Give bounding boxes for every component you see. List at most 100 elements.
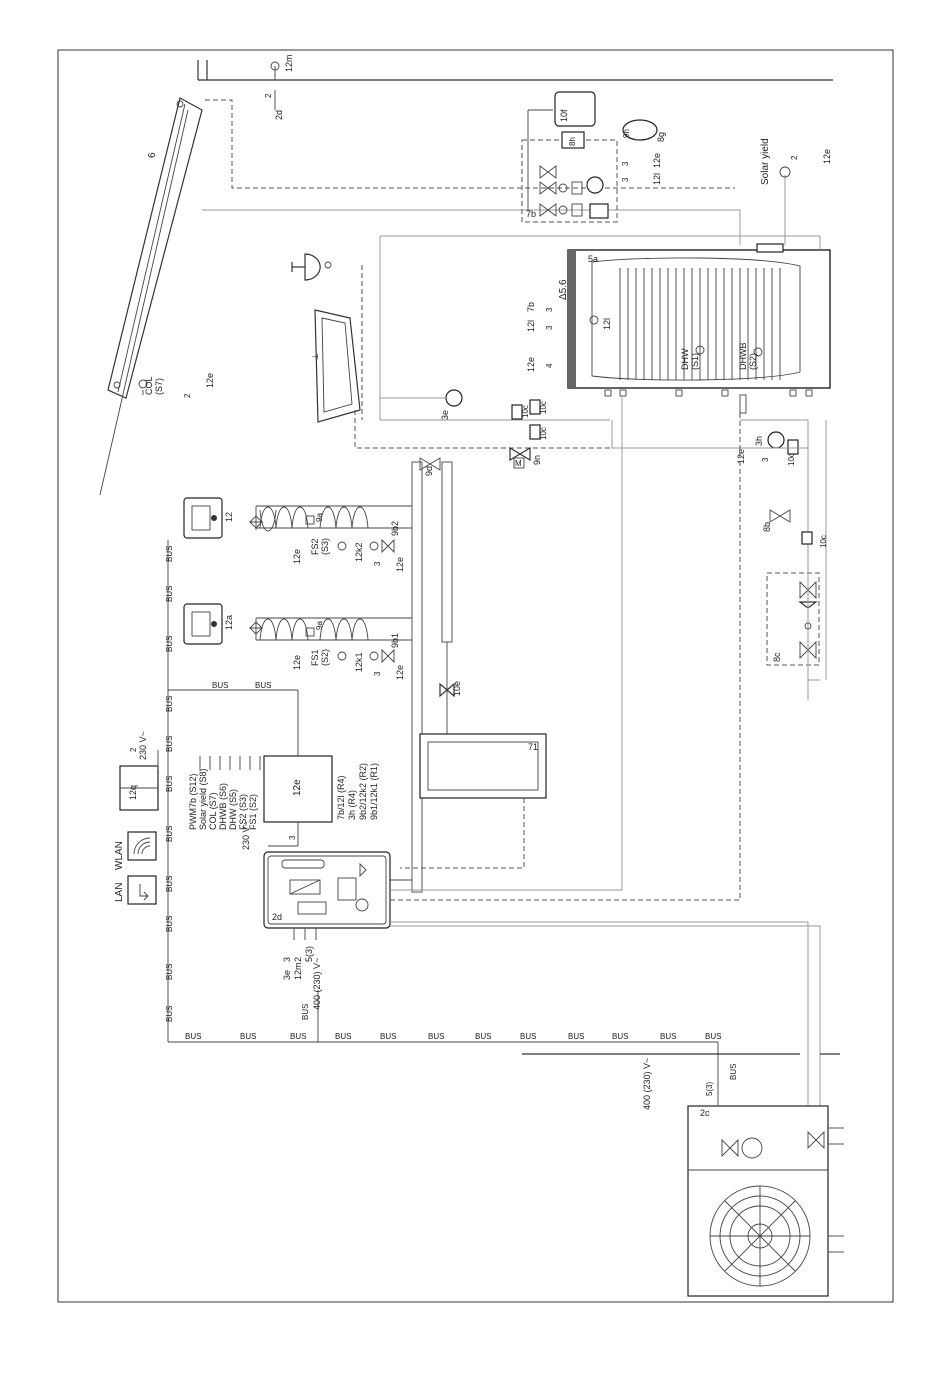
outdoor-id: 2c xyxy=(700,1108,710,1118)
header-9d-label: 9d xyxy=(424,466,434,476)
col-cable: 2 xyxy=(183,393,192,398)
ss-bus-a: 12e xyxy=(652,153,662,168)
controller-output-0: 7b/12l (R4) xyxy=(336,775,346,820)
circuit-1-cable: 3 xyxy=(373,671,382,676)
bus-tag-h-9: BUS xyxy=(612,1032,628,1041)
separator-label: 10e xyxy=(452,681,462,696)
col-sensor-label: COL(S7) xyxy=(144,376,164,395)
bathtub: ⊥ xyxy=(311,309,361,423)
bus-tag-h-3: BUS xyxy=(335,1032,351,1041)
bus-tag-indoor: BUS xyxy=(301,1004,310,1020)
controller-input-0: PWM7b (S12) xyxy=(188,773,198,830)
outdoor-unit-2c: 2c 400 (230) V~ 5(3) xyxy=(522,1053,844,1297)
col-bus: 12e xyxy=(205,373,215,388)
tank-cable-3b: 3 xyxy=(545,325,554,330)
bus-tag-v-7: BUS xyxy=(165,876,174,892)
room-unit-12a: 12a xyxy=(183,603,234,645)
controller-output-1: 3h (R4) xyxy=(347,790,357,820)
supply-module-12q: 12q 230 V~ 2 xyxy=(119,731,159,811)
bus-tag-h-7: BUS xyxy=(520,1032,536,1041)
bus-tag-v-1: BUS xyxy=(165,586,174,602)
pump-cable-3: 3 xyxy=(761,457,770,462)
dhw-sensor-icon xyxy=(695,345,705,355)
sensor-top-cable: 2 xyxy=(264,93,273,98)
solar-yield-label: Solar yield xyxy=(760,138,771,185)
tank-id: 5a xyxy=(588,254,598,264)
sensor-top-dest: 2d xyxy=(274,110,284,120)
solar-yield-cable: 2 xyxy=(790,155,799,160)
pump-3h-label: 3h xyxy=(754,436,764,446)
bus-tag-outdoor: BUS xyxy=(729,1064,738,1080)
lan-label[interactable]: LAN xyxy=(114,883,125,902)
controller-input-list: PWM7b (S12)Solar yield (S8)COL (S7)DHWB … xyxy=(188,756,261,830)
controller-12e: 12e 230 V~ 3 PWM7b (S12)Solar yield (S8)… xyxy=(188,730,379,850)
tank-size: Δ5.6 xyxy=(558,279,569,300)
supply-cable: 2 xyxy=(129,747,138,752)
room-unit-12: 12 xyxy=(183,497,234,539)
valve-8h-label: 8h xyxy=(568,137,577,146)
indoor-voltage: 400 (230) V~ xyxy=(312,958,322,1010)
dhwb-sensor-icon xyxy=(753,347,763,357)
wlan-label[interactable]: WLAN xyxy=(114,841,125,870)
tank-bus-12e: 12e xyxy=(526,357,536,372)
bus-tag-h-1: BUS xyxy=(240,1032,256,1041)
indoor-cable-n-1: 2 xyxy=(293,957,303,962)
c10c-b: 10c xyxy=(539,401,548,414)
indoor-cable-dest-0: 3e xyxy=(282,970,292,980)
sensor-top-id: 12m xyxy=(284,54,294,72)
unit-8c-id: 8c xyxy=(772,652,782,662)
vessel-10f xyxy=(554,91,596,127)
dhwb-sensor-label: DHWB(S2) xyxy=(738,343,758,371)
drain-9h-label: 9h xyxy=(622,129,631,138)
circuit-2-pump-group: 9b2 xyxy=(390,521,400,536)
dhw-tank-5a: 5a Δ5.6 DHW(S1) DHWB(S2) 12l 3 3 4 7b 12… xyxy=(526,243,831,414)
vessel-10f-label: 10f xyxy=(559,109,569,122)
bus-tag-v-2: BUS xyxy=(165,636,174,652)
buffer-label: 71 xyxy=(528,742,538,752)
solar-station-7b: 7b 10f 8h 8g 9h 3 3 12e 12l xyxy=(521,91,666,223)
indoor-cable-n-0: 3 xyxy=(282,957,292,962)
controller-input-2: COL (S7) xyxy=(208,792,218,830)
solar-station-id: 7b xyxy=(526,209,536,219)
pump-3h: 3h 10c 3 12e xyxy=(736,431,799,466)
col-sensor-s7: COL(S7) 2 12e xyxy=(138,373,215,398)
circuit-2-cable: 3 xyxy=(373,561,382,566)
expansion-8g xyxy=(622,119,658,141)
check-valve-label: 8b xyxy=(762,522,772,532)
c10c-c: 10c xyxy=(539,427,548,440)
bus-tag-h-0: BUS xyxy=(185,1032,201,1041)
sensor-12l-label: 12l xyxy=(602,318,612,330)
solar-collector: 6 xyxy=(107,97,203,399)
ss-bus-b: 12l xyxy=(652,173,662,185)
indoor-cable-n-2: 5(3) xyxy=(304,946,314,962)
circuit-2-zone-valve: 9a xyxy=(315,513,324,522)
bus-tag-h-11: BUS xyxy=(705,1032,721,1041)
mixing-valve-9n: M 9n xyxy=(509,446,542,469)
c10c-a: 10c xyxy=(521,405,530,418)
dhw-sensor-label: DHW(S1) xyxy=(680,348,700,370)
bus-tag-v-6: BUS xyxy=(165,826,174,842)
circuit-1-bus-b: 12e xyxy=(292,655,302,670)
pump-bus-12e: 12e xyxy=(736,449,746,464)
bus-tag-v-9: BUS xyxy=(165,964,174,980)
outdoor-voltage: 400 (230) V~ xyxy=(642,1058,652,1110)
indoor-id: 2d xyxy=(272,912,282,922)
bus-tag-h-2: BUS xyxy=(290,1032,306,1041)
controller-cable: 3 xyxy=(288,835,297,840)
ss-cable-a: 3 xyxy=(621,161,630,166)
bus-tag-v-8: BUS xyxy=(165,916,174,932)
bus-tag-v-4: BUS xyxy=(165,736,174,752)
buffer-71: 71 xyxy=(419,733,547,799)
bus-tag-v-0: BUS xyxy=(165,546,174,562)
controller-output-3: 9b1/12k1 (R1) xyxy=(369,763,379,820)
controller-output-2: 9b2/12k2 (R2) xyxy=(358,763,368,820)
bus-tag-v-5: BUS xyxy=(165,776,174,792)
circuit-2-k: 12k2 xyxy=(354,542,364,562)
controller-output-list: 7b/12l (R4)3h (R4)9b2/12k2 (R2)9b1/12k1 … xyxy=(336,763,379,820)
bus-wiring: BUS BUS BUS BUS BUS BUS BUS BUS BUS BUS BUS BUS BUS B… xyxy=(165,540,738,1105)
controller-input-1: Solar yield (S8) xyxy=(198,768,208,830)
bus-tag-h-5: BUS xyxy=(428,1032,444,1041)
